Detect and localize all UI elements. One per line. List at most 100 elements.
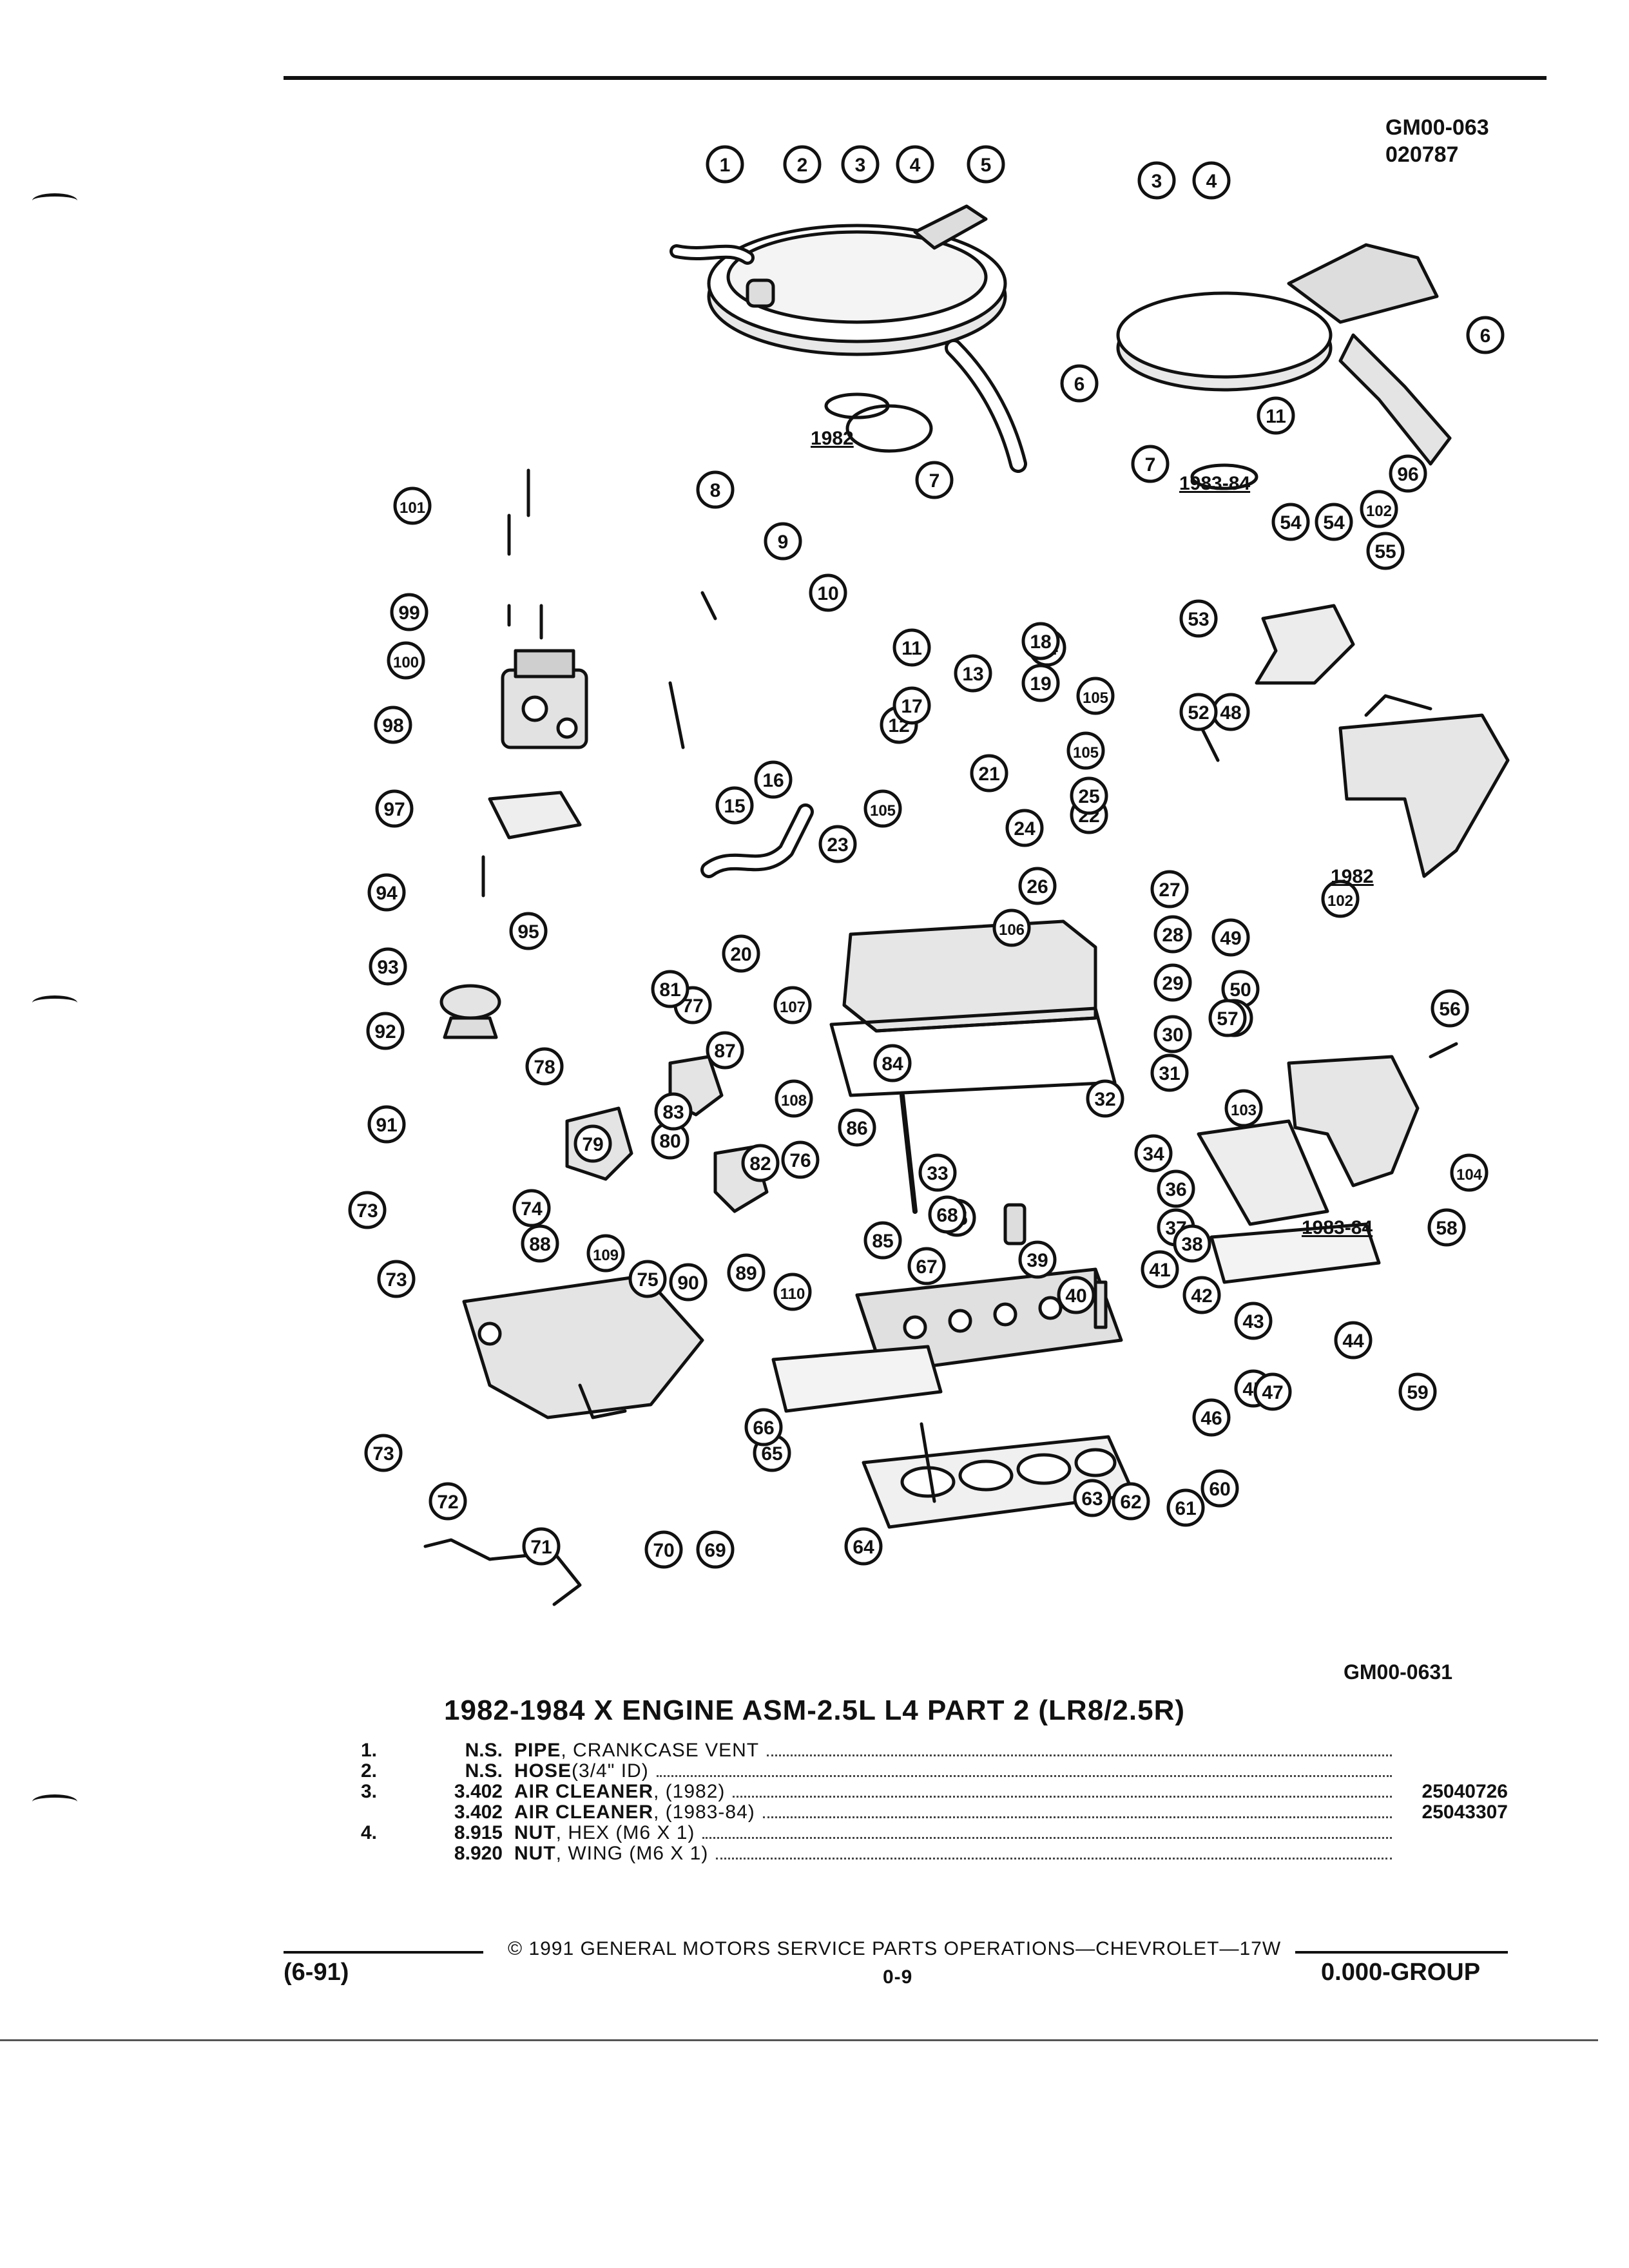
svg-text:27: 27	[1159, 879, 1180, 901]
intake-gasket	[771, 1345, 943, 1413]
svg-text:42: 42	[1191, 1285, 1212, 1307]
callout-104: 104	[1450, 1153, 1489, 1192]
svg-text:105: 105	[1073, 744, 1099, 762]
callout-102: 102	[1321, 879, 1360, 918]
callout-31: 31	[1150, 1053, 1189, 1092]
svg-text:5: 5	[981, 155, 992, 176]
callout-86: 86	[838, 1108, 876, 1147]
svg-text:84: 84	[882, 1053, 903, 1075]
svg-text:56: 56	[1439, 999, 1460, 1020]
part-name: NUT	[514, 1822, 556, 1843]
svg-text:41: 41	[1149, 1260, 1170, 1281]
svg-text:47: 47	[1262, 1382, 1283, 1403]
svg-text:104: 104	[1456, 1166, 1483, 1184]
svg-text:15: 15	[724, 796, 745, 817]
svg-text:10: 10	[817, 583, 838, 604]
svg-text:63: 63	[1081, 1488, 1103, 1510]
callout-73: 73	[364, 1434, 403, 1472]
svg-text:26: 26	[1027, 876, 1048, 898]
callout-90: 90	[669, 1263, 708, 1302]
callout-44: 44	[1334, 1321, 1373, 1360]
callout-10: 10	[809, 573, 847, 612]
callout-33: 33	[918, 1153, 957, 1192]
svg-text:94: 94	[376, 883, 398, 904]
part-description: , (1983-84)	[653, 1802, 755, 1823]
part-item-number: 1.	[361, 1740, 378, 1761]
svg-text:53: 53	[1188, 609, 1209, 630]
callout-108: 108	[775, 1079, 813, 1118]
svg-text:44: 44	[1342, 1331, 1364, 1352]
svg-text:40: 40	[1065, 1285, 1086, 1307]
svg-text:90: 90	[677, 1273, 699, 1294]
svg-text:86: 86	[846, 1118, 867, 1139]
callout-56: 56	[1431, 989, 1469, 1028]
callout-25: 25	[1070, 776, 1108, 815]
callout-23: 23	[818, 825, 857, 863]
callout-54: 54	[1315, 503, 1353, 541]
callout-4: 4	[896, 145, 934, 184]
svg-text:66: 66	[753, 1418, 774, 1439]
callout-52: 52	[1179, 693, 1218, 731]
svg-text:60: 60	[1209, 1479, 1230, 1500]
air-cleaner-1983-84	[1116, 243, 1452, 490]
callout-91: 91	[367, 1105, 406, 1144]
callout-87: 87	[706, 1031, 744, 1070]
svg-text:99: 99	[398, 602, 419, 624]
svg-text:46: 46	[1200, 1408, 1222, 1429]
svg-text:8: 8	[710, 480, 721, 501]
svg-text:28: 28	[1162, 925, 1183, 946]
copyright-line: © 1991 GENERAL MOTORS SERVICE PARTS OPER…	[508, 1938, 1282, 1959]
callout-38: 38	[1173, 1224, 1211, 1263]
year-label: 1983-84	[1179, 473, 1250, 494]
callout-105: 105	[1076, 677, 1115, 715]
svg-text:75: 75	[637, 1269, 658, 1291]
callout-88: 88	[521, 1224, 559, 1263]
callout-59: 59	[1398, 1372, 1437, 1411]
svg-text:102: 102	[1327, 892, 1353, 910]
callout-109: 109	[586, 1234, 625, 1273]
callout-60: 60	[1200, 1469, 1239, 1508]
part-description: , (1982)	[653, 1781, 726, 1802]
svg-text:7: 7	[929, 470, 940, 492]
svg-text:29: 29	[1162, 973, 1183, 994]
svg-text:4: 4	[910, 155, 921, 176]
fuel-pipe	[423, 1538, 582, 1606]
callout-101: 101	[393, 486, 432, 525]
callout-30: 30	[1153, 1015, 1192, 1053]
callout-29: 29	[1153, 963, 1192, 1002]
part-name: NUT	[514, 1843, 556, 1864]
svg-text:43: 43	[1242, 1311, 1264, 1332]
callout-110: 110	[773, 1273, 812, 1311]
callout-79: 79	[574, 1124, 612, 1163]
svg-text:107: 107	[780, 999, 805, 1016]
svg-text:59: 59	[1407, 1382, 1428, 1403]
callout-7: 7	[1131, 445, 1170, 483]
part-group-code: 3.402	[454, 1802, 503, 1823]
part-item-number: 2.	[361, 1760, 378, 1782]
callout-78: 78	[525, 1047, 564, 1086]
part-name: PIPE	[514, 1740, 561, 1761]
part-item-number: 3.	[361, 1781, 378, 1802]
svg-text:18: 18	[1030, 631, 1051, 653]
callout-96: 96	[1389, 454, 1427, 493]
callout-103: 103	[1224, 1089, 1263, 1128]
air-cleaner-1982	[707, 204, 1027, 473]
svg-text:30: 30	[1162, 1024, 1183, 1046]
svg-text:39: 39	[1027, 1250, 1048, 1271]
svg-text:85: 85	[872, 1231, 893, 1252]
group-label: 0.000-GROUP	[1321, 1959, 1481, 1986]
callout-28: 28	[1153, 915, 1192, 954]
svg-text:49: 49	[1220, 928, 1241, 949]
callout-11: 11	[1257, 396, 1295, 435]
part-description: , WING (M6 X 1)	[555, 1843, 709, 1864]
dipstick-tube	[900, 1093, 918, 1214]
callout-48: 48	[1211, 693, 1250, 731]
callout-105: 105	[1066, 731, 1105, 770]
part-item-number: 4.	[361, 1822, 378, 1843]
scan-mark	[32, 995, 77, 1010]
callout-43: 43	[1234, 1302, 1273, 1340]
callout-80: 80	[651, 1121, 689, 1160]
svg-text:100: 100	[393, 654, 419, 671]
